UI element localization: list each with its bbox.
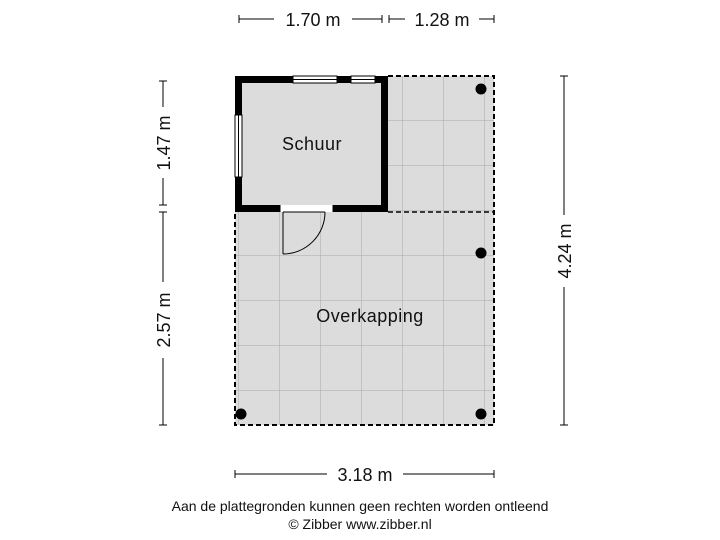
window-top-left — [292, 75, 338, 84]
post-middle-right — [475, 247, 487, 259]
dimension-top-right: 1.28 m — [414, 10, 469, 30]
window-left — [234, 114, 243, 178]
dimension-left-lower: 2.57 m — [154, 292, 174, 347]
support-posts — [235, 83, 487, 420]
door — [279, 205, 334, 255]
post-bottom-left — [235, 408, 247, 420]
dimension-bottom-total: 3.18 m — [337, 465, 392, 485]
footer-disclaimer: Aan de plattegronden kunnen geen rechten… — [171, 498, 549, 514]
dimension-top-left: 1.70 m — [285, 10, 340, 30]
window-top-right — [350, 75, 376, 84]
room-label-shed: Schuur — [282, 134, 342, 154]
dimension-right-total: 4.24 m — [555, 223, 575, 278]
dimension-bottom — [234, 470, 495, 478]
post-bottom-right — [475, 408, 487, 420]
room-label-canopy: Overkapping — [316, 306, 424, 326]
shed-room — [234, 75, 388, 255]
post-top-right — [475, 83, 487, 95]
dimension-right — [560, 75, 568, 426]
footer-copyright: © Zibber www.zibber.nl — [288, 516, 432, 532]
dimension-left-upper: 1.47 m — [154, 115, 174, 170]
dimension-top — [238, 15, 495, 23]
dimension-left — [159, 80, 167, 426]
